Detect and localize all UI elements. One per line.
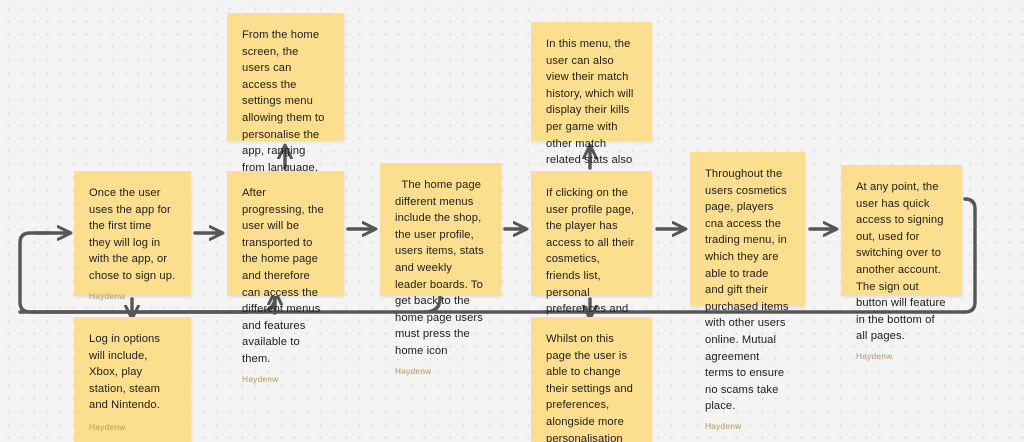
note-change-settings[interactable]: Whilst on this page the user is able to … [531,317,652,442]
note-trading-menu[interactable]: Throughout the users cosmetics page, pla… [690,152,805,431]
note-author: Haydenw [856,350,893,361]
note-body: If clicking on the user profile page, th… [546,187,635,332]
note-body: Log in options will include, Xbox, play … [89,333,164,412]
note-author: Haydenw [395,365,432,376]
note-body: The home page different menus include th… [395,179,488,357]
note-body: From the home screen, the users can acce… [242,29,325,207]
note-body: After progressing, the user will be tran… [242,187,328,365]
note-user-profile-page[interactable]: If clicking on the user profile page, th… [531,171,652,350]
note-body: At any point, the user has quick access … [856,181,949,343]
note-body: Throughout the users cosmetics page, pla… [705,168,792,413]
note-author: Haydenw [89,422,126,432]
note-body: Whilst on this page the user is able to … [546,333,634,442]
connector-signout-loop [963,197,977,314]
note-login-options[interactable]: Log in options will include, Xbox, play … [74,317,191,442]
note-body: Once the user uses the app for the first… [89,187,176,282]
note-after-progressing[interactable]: After progressing, the user will be tran… [227,171,344,384]
note-sign-out[interactable]: At any point, the user has quick access … [841,165,962,361]
note-match-history[interactable]: In this menu, the user can also view the… [531,22,652,201]
note-first-time-login[interactable]: Once the user uses the app for the first… [74,171,191,301]
note-author: Haydenw [89,290,126,301]
note-home-page-menus[interactable]: The home page different menus include th… [380,163,501,376]
note-author: Haydenw [242,373,279,384]
note-author: Haydenw [705,420,742,431]
note-body: In this menu, the user can also view the… [546,38,634,183]
note-settings-menu[interactable]: From the home screen, the users can acce… [227,13,344,226]
